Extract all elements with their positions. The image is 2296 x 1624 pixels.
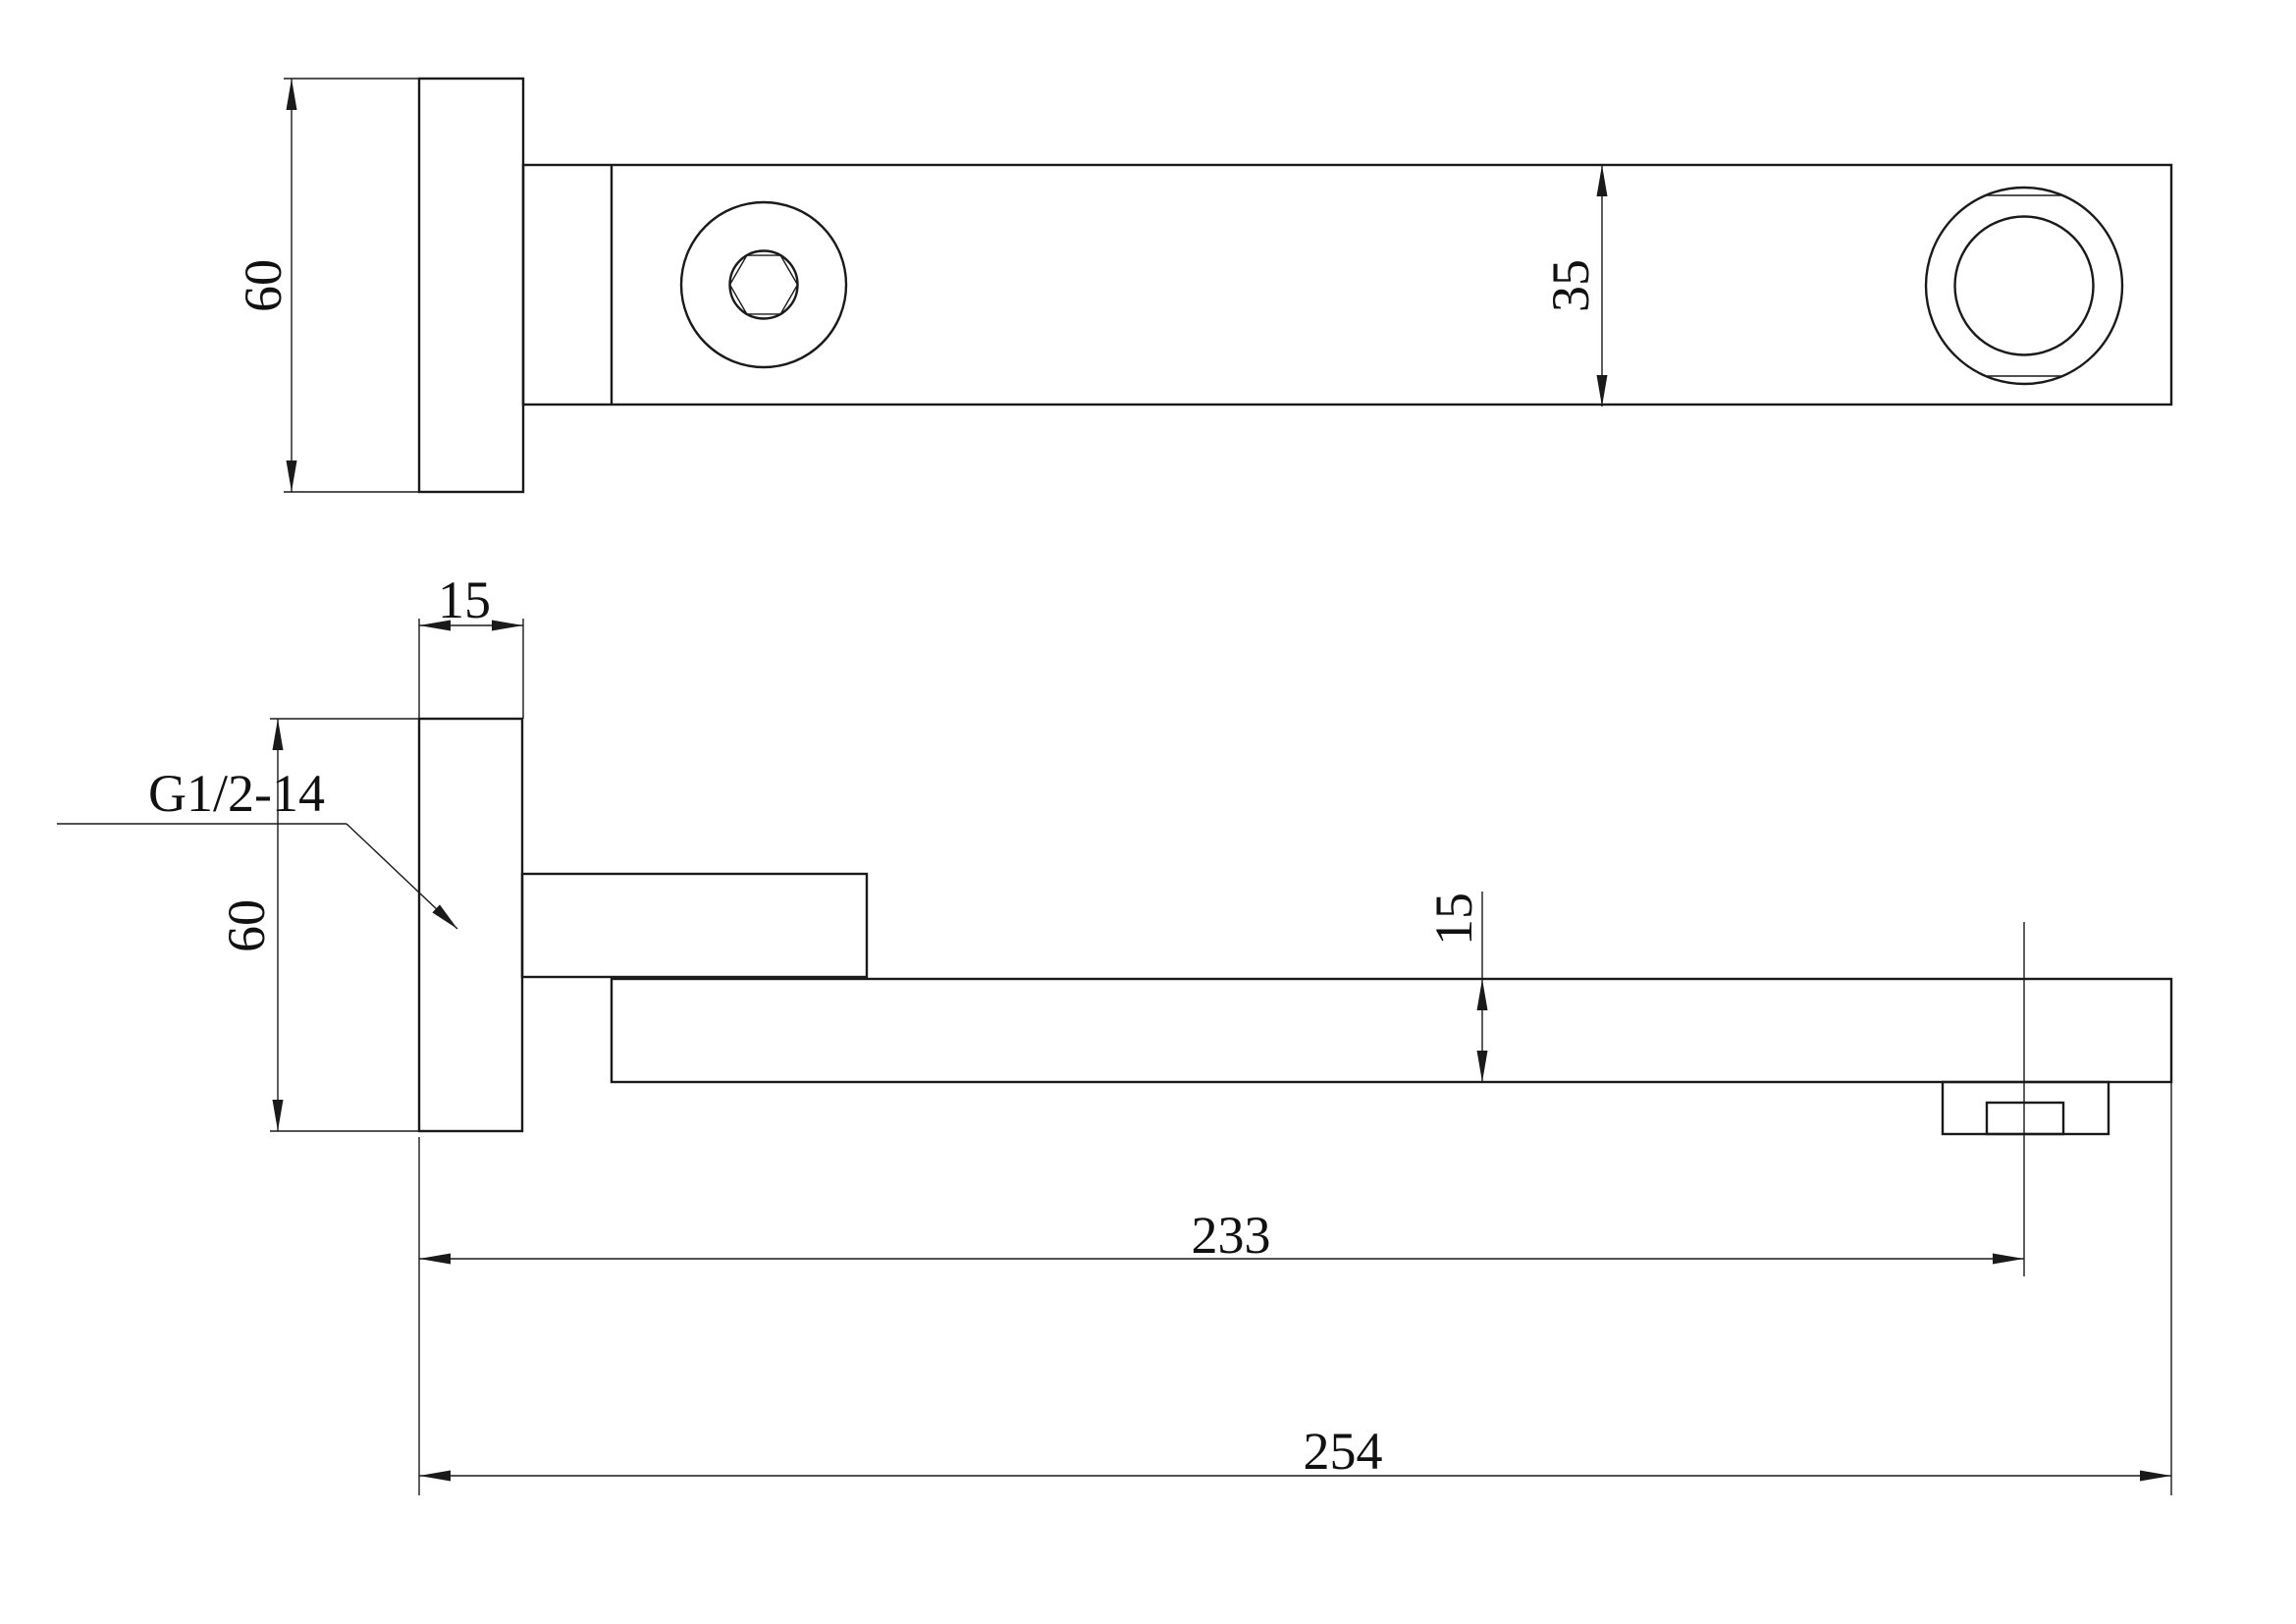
inlet-block-outline — [520, 872, 869, 979]
arrowhead-right — [492, 620, 523, 631]
dim-bar-width: 35 — [1541, 165, 1608, 406]
spout-bar-outline — [521, 163, 2173, 406]
arrowhead-up — [286, 79, 297, 110]
thread-label: G1/2-14 — [148, 764, 325, 823]
arrowhead-left — [419, 1253, 451, 1265]
arrowhead-down — [286, 460, 297, 492]
outlet-inner-circle — [1953, 215, 2095, 356]
arrowhead-down — [1596, 375, 1608, 406]
arrowhead-up — [272, 719, 284, 750]
dim-wall-to-outlet: 233 — [418, 922, 2025, 1495]
flange-outline — [417, 77, 525, 494]
leader-arrowhead — [432, 904, 457, 929]
arrowhead-right — [2140, 1470, 2171, 1482]
arrowhead-up — [1596, 165, 1608, 196]
dim-text-15-plate: 15 — [438, 570, 491, 629]
arrowhead-down — [1476, 1051, 1488, 1082]
spout-arm-outline — [610, 977, 2173, 1084]
arrowhead-up — [1476, 979, 1488, 1010]
top-view: 60 35 — [234, 77, 2173, 494]
hex-socket — [728, 254, 799, 315]
arrowhead-left — [419, 1470, 451, 1482]
dim-text-254: 254 — [1304, 1422, 1383, 1481]
set-screw-inner-circle — [728, 249, 799, 320]
set-screw — [679, 200, 848, 369]
outlet-top — [1924, 186, 2124, 386]
arrowhead-down — [272, 1100, 284, 1131]
dim-overall-length: 254 — [419, 1082, 2172, 1495]
dim-text-60-top: 60 — [234, 259, 293, 312]
dim-text-233: 233 — [1192, 1206, 1271, 1265]
dim-text-60-side: 60 — [217, 899, 276, 952]
wall-plate-outline — [417, 717, 524, 1133]
dim-plate-height: 60 — [217, 718, 419, 1132]
side-view: 15 60 G1/2-14 15 — [57, 570, 2173, 1495]
set-screw-outer-circle — [679, 200, 848, 369]
dim-plate-thickness: 15 — [418, 570, 524, 719]
arrowhead-left — [419, 620, 451, 631]
arrowhead-right — [1993, 1253, 2024, 1265]
nozzle-inner-outline — [1985, 1101, 2065, 1136]
dim-text-35: 35 — [1541, 259, 1600, 312]
nozzle-outer-outline — [1941, 1080, 2110, 1136]
outlet-outer-circle — [1924, 186, 2124, 386]
dim-flange-height: 60 — [234, 78, 419, 493]
dim-text-15-arm: 15 — [1424, 893, 1483, 946]
thread-callout: G1/2-14 — [57, 764, 458, 930]
dim-arm-thickness: 15 — [1424, 892, 1488, 1082]
